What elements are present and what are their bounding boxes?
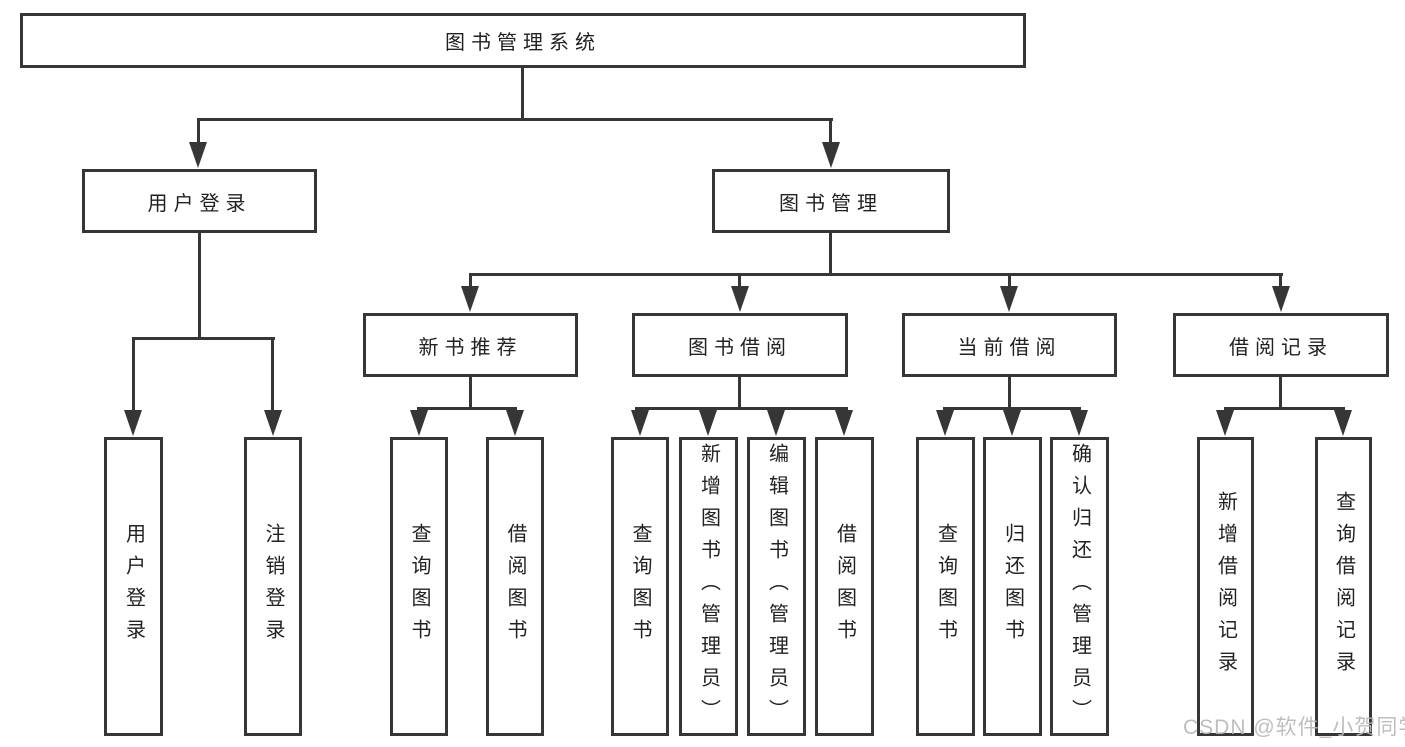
node-book-borrow: 图书借阅: [632, 313, 848, 377]
leaf-confirm-return-admin: 确认归还（管理员）: [1050, 437, 1109, 736]
arrowhead-down-icon: [1272, 286, 1290, 312]
connector-hline: [132, 337, 275, 340]
leaf-add-borrow-record: 新增借阅记录: [1197, 437, 1254, 736]
connector-hline: [197, 118, 833, 121]
arrowhead-down-icon: [1003, 410, 1021, 436]
arrowhead-down-icon: [410, 410, 428, 436]
connector-hline: [417, 407, 517, 410]
node-library-system: 图书管理系统: [20, 13, 1026, 68]
connector-vline: [1008, 377, 1011, 409]
connector-vline: [198, 233, 201, 339]
arrowhead-down-icon: [264, 410, 282, 436]
arrowhead-down-icon: [631, 410, 649, 436]
connector-hline: [469, 273, 1283, 276]
connector-hline: [635, 407, 848, 410]
connector-vline: [1279, 273, 1282, 289]
arrowhead-down-icon: [822, 142, 840, 168]
leaf-return-book: 归还图书: [983, 437, 1042, 736]
leaf-query-book-borrow: 查询图书: [611, 437, 669, 736]
arrowhead-down-icon: [461, 286, 479, 312]
arrowhead-down-icon: [1070, 410, 1088, 436]
leaf-query-borrow-record: 查询借阅记录: [1315, 437, 1372, 736]
csdn-watermark: CSDN @软件_小贺同学: [1183, 716, 1405, 739]
arrowhead-down-icon: [936, 410, 954, 436]
node-book-management: 图书管理: [712, 169, 950, 233]
connector-vline: [469, 273, 472, 289]
leaf-query-book-current: 查询图书: [916, 437, 975, 736]
arrowhead-down-icon: [124, 410, 142, 436]
connector-vline: [1279, 377, 1282, 409]
leaf-borrow-book-recommend: 借阅图书: [486, 437, 544, 736]
node-current-borrow: 当前借阅: [902, 313, 1117, 377]
arrowhead-down-icon: [506, 410, 524, 436]
arrowhead-down-icon: [189, 142, 207, 168]
arrowhead-down-icon: [731, 286, 749, 312]
connector-vline: [521, 67, 524, 120]
leaf-logout: 注销登录: [244, 437, 302, 736]
connector-vline: [829, 118, 832, 146]
connector-vline: [271, 337, 274, 413]
connector-hline: [1224, 407, 1345, 410]
connector-vline: [738, 377, 741, 409]
leaf-query-book-recommend: 查询图书: [390, 437, 448, 736]
connector-hline: [943, 407, 1081, 410]
connector-vline: [829, 233, 832, 276]
connector-vline: [197, 118, 200, 146]
node-borrow-record: 借阅记录: [1173, 313, 1389, 377]
leaf-edit-book-admin: 编辑图书（管理员）: [747, 437, 806, 736]
arrowhead-down-icon: [1216, 410, 1234, 436]
arrowhead-down-icon: [1000, 286, 1018, 312]
connector-vline: [132, 337, 135, 413]
arrowhead-down-icon: [699, 410, 717, 436]
leaf-add-book-admin: 新增图书（管理员）: [679, 437, 738, 736]
node-user-login: 用户登录: [82, 169, 317, 233]
connector-vline: [1008, 273, 1011, 289]
arrowhead-down-icon: [1334, 410, 1352, 436]
leaf-borrow-book: 借阅图书: [815, 437, 874, 736]
arrowhead-down-icon: [835, 410, 853, 436]
node-new-book-recommend: 新书推荐: [363, 313, 578, 377]
leaf-user-login: 用户登录: [104, 437, 163, 736]
connector-vline: [738, 273, 741, 289]
arrowhead-down-icon: [767, 410, 785, 436]
connector-vline: [469, 377, 472, 409]
